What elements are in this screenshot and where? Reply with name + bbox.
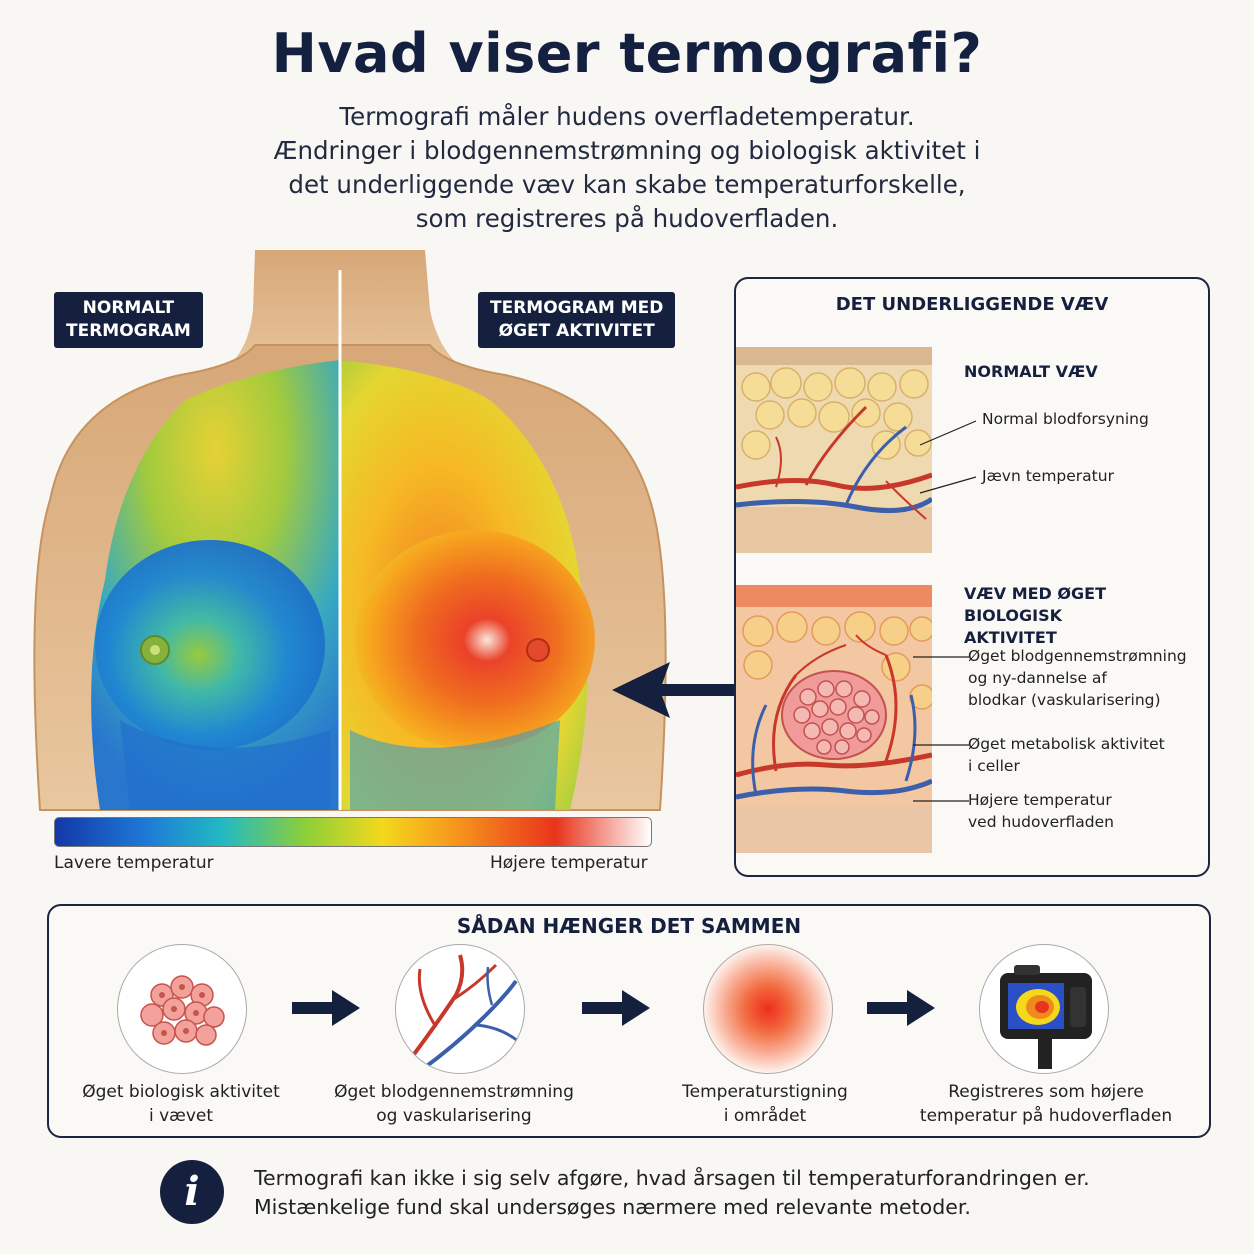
normal-tissue-title: NORMALT VÆV xyxy=(964,362,1098,381)
step-label-activity: Øget biologisk aktivitet i vævet xyxy=(82,1082,280,1126)
page-title: Hvad viser termografi? xyxy=(271,22,983,85)
step-label-blood-flow: Øget blodgennemstrømning og vaskulariser… xyxy=(334,1082,574,1126)
step-label-registered: Registreres som højere temperatur på hud… xyxy=(919,1082,1173,1126)
scale-high-label: Højere temperatur xyxy=(490,853,648,873)
active-tissue-illustration xyxy=(736,585,932,853)
normal-tissue-illustration xyxy=(736,347,932,553)
heat-spot-icon xyxy=(703,944,833,1074)
active-note-blood-flow: Øget blodgennemstrømning og ny-dannelse … xyxy=(968,647,1187,709)
cell-cluster-icon xyxy=(117,944,247,1074)
tissue-panel: DET UNDERLIGGENDE VÆV NORMALT VÆV Normal… xyxy=(734,277,1210,877)
tissue-panel-title: DET UNDERLIGGENDE VÆV xyxy=(835,294,1109,315)
blood-vessels-icon xyxy=(395,944,525,1074)
temperature-scale-bar xyxy=(54,817,652,847)
arrow-right-icon xyxy=(292,990,360,1026)
torso-illustration xyxy=(33,250,667,811)
thermal-camera-icon xyxy=(979,944,1109,1074)
thermogram-figure: NORMALT TERMOGRAM TERMOGRAM MED ØGET AKT… xyxy=(10,250,680,820)
active-note-metabolic: Øget metabolisk aktivitet i celler xyxy=(968,735,1165,775)
intro-text: Termografi måler hudens overfladetempera… xyxy=(273,102,981,233)
normal-note-leaders xyxy=(919,420,977,494)
step-label-temperature: Temperaturstigning i området xyxy=(682,1082,848,1126)
footer-disclaimer: Termografi kan ikke i sig selv afgøre, h… xyxy=(254,1166,1090,1219)
flow-panel: SÅDAN HÆNGER DET SAMMEN xyxy=(47,904,1211,1138)
flow-title: SÅDAN HÆNGER DET SAMMEN xyxy=(456,914,802,938)
active-thermogram-label: TERMOGRAM MED ØGET AKTIVITET xyxy=(478,292,676,348)
normal-note-temperature: Jævn temperatur xyxy=(982,467,1114,485)
arrow-right-icon xyxy=(582,990,650,1026)
arrow-left-icon xyxy=(612,662,736,718)
active-note-surface-temp: Højere temperatur ved hudoverfladen xyxy=(968,791,1114,831)
arrow-right-icon xyxy=(867,990,935,1026)
active-note-leaders xyxy=(913,656,969,802)
normal-thermogram-label: NORMALT TERMOGRAM xyxy=(54,292,203,348)
scale-low-label: Lavere temperatur xyxy=(54,853,214,873)
active-tissue-title: VÆV MED ØGET BIOLOGISK AKTIVITET xyxy=(964,584,1106,647)
info-icon: i xyxy=(160,1160,224,1224)
normal-note-blood: Normal blodforsyning xyxy=(982,410,1149,428)
